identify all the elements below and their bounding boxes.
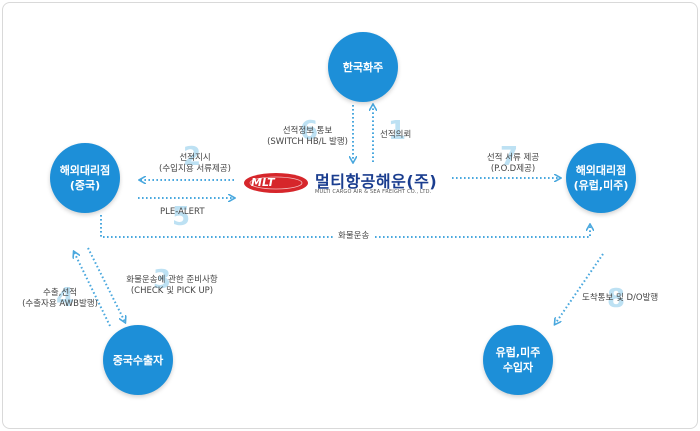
label-step4-line2: (수출자용 AWB발행) — [22, 299, 98, 309]
label-step6-line1: 선적정보 통보 — [282, 126, 333, 136]
label-step7-line1: 선적 서류 제공 — [486, 153, 540, 163]
step-number-6: 6 — [300, 116, 319, 146]
label-step2-line2: (수입지용 서류제공) — [159, 164, 231, 174]
arrow-step3 — [87, 247, 125, 322]
node-china-exporter-label: 중국수출자 — [112, 353, 164, 367]
label-step4-line1: 수출,선적 — [43, 288, 77, 298]
node-eu-importer: 유럽,미주 수입자 — [483, 325, 553, 395]
arrow-step8 — [555, 253, 604, 324]
node-korea-shipper-label: 한국화주 — [342, 60, 384, 74]
node-eu-importer-line1: 유럽,미주 — [495, 346, 541, 359]
step-number-5: 5 — [172, 202, 191, 232]
node-overseas-agent-eu: 해외대리점 (유럽,미주) — [566, 143, 636, 213]
arrow-step4 — [74, 252, 111, 327]
label-step8: 도착통보 및 D/O발행 — [582, 293, 659, 303]
label-cargo: 화물운송 — [334, 231, 374, 242]
label-step3-line1: 화물운송에 관한 준비사항 — [126, 275, 218, 285]
label-step4: 수출,선적 (수출자용 AWB발행) — [10, 288, 110, 310]
node-china-exporter: 중국수출자 — [103, 325, 173, 395]
label-step5: PLE-ALERT — [160, 207, 205, 217]
label-step6: 선적정보 통보 (SWITCH HB/L 발행) — [250, 126, 365, 148]
company-name: 멀티항공해운(주) — [315, 172, 438, 191]
company-subtitle: MULTI CARGO AIR & SEA FREIGHT CO., LTD. — [315, 189, 432, 195]
label-step2: 선적지시 (수입지용 서류제공) — [140, 153, 250, 175]
label-step6-line2: (SWITCH HB/L 발행) — [267, 137, 348, 147]
step-number-3: 3 — [153, 265, 172, 295]
step-number-4: 4 — [56, 283, 75, 313]
label-step2-line1: 선적지시 — [179, 153, 211, 163]
step-number-1: 1 — [388, 116, 407, 146]
node-china-agent-line1: 해외대리점 — [59, 164, 111, 177]
step-number-7: 7 — [500, 142, 519, 172]
label-step3: 화물운송에 관한 준비사항 (CHECK 및 PICK UP) — [107, 275, 237, 297]
node-eu-importer-line2: 수입자 — [502, 361, 534, 374]
label-step3-line2: (CHECK 및 PICK UP) — [130, 286, 214, 296]
label-step1: 선적의뢰 — [380, 130, 412, 140]
step-number-8: 8 — [607, 284, 626, 314]
node-overseas-agent-china: 해외대리점 (중국) — [50, 143, 120, 213]
mlt-badge-text: MLT — [251, 176, 275, 189]
arrow-cargo — [100, 215, 590, 238]
label-step7: 선적 서류 제공 (P.O.D제공) — [468, 153, 558, 175]
node-eu-agent-line2: (유럽,미주) — [573, 179, 629, 192]
node-china-agent-line2: (중국) — [69, 179, 101, 192]
step-number-2: 2 — [183, 142, 202, 172]
mlt-badge-shape — [244, 173, 308, 193]
node-korea-shipper: 한국화주 — [328, 32, 398, 102]
label-step7-line2: (P.O.D제공) — [490, 164, 536, 174]
node-eu-agent-line1: 해외대리점 — [575, 164, 627, 177]
company-logo: MLT 멀티항공해운(주) MULTI CARGO AIR & SEA FREI… — [243, 168, 448, 198]
